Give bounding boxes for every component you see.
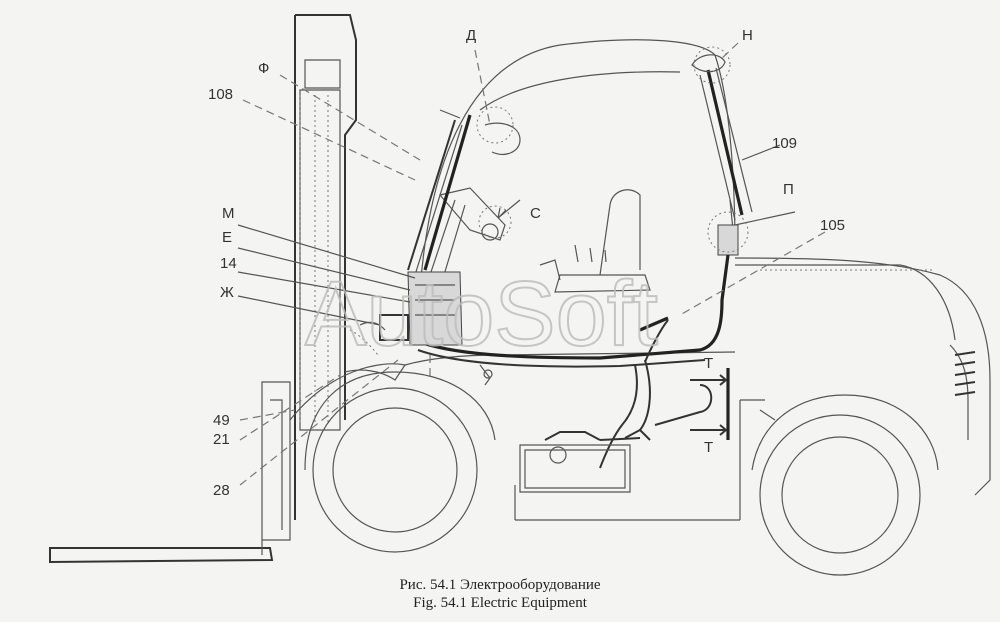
caption-english: Fig. 54.1 Electric Equipment	[413, 595, 587, 611]
operator-seat	[539, 189, 651, 293]
label-t-top: T	[704, 355, 713, 372]
label-m: М	[222, 205, 235, 222]
front-wheel	[304, 371, 496, 553]
front-wiper	[407, 109, 521, 276]
leader-lines	[237, 42, 826, 486]
label-109: 109	[772, 135, 797, 152]
label-49: 49	[213, 412, 230, 429]
truck-body	[289, 39, 991, 521]
label-n: Н	[742, 27, 753, 44]
label-c: C	[530, 205, 541, 222]
section-t-marker	[690, 368, 776, 440]
rear-pillar-harness	[691, 54, 753, 256]
forks	[49, 540, 274, 564]
main-harness	[414, 254, 730, 469]
label-e: Е	[222, 229, 232, 246]
label-f: Ф	[258, 60, 269, 77]
label-zh: Ж	[220, 284, 234, 301]
label-28: 28	[213, 482, 230, 499]
label-t-bottom: T	[704, 439, 713, 456]
label-d: Д	[466, 27, 476, 44]
battery	[519, 428, 651, 493]
caption-russian: Рис. 54.1 Электрооборудование	[399, 577, 601, 593]
label-14: 14	[220, 255, 237, 272]
detail-circles	[476, 46, 749, 253]
rear-wheel	[751, 394, 939, 576]
label-p: П	[783, 181, 794, 198]
watermark: AutoSoft	[305, 263, 658, 365]
mast	[261, 14, 357, 541]
label-105: 105	[820, 217, 845, 234]
dashboard-module	[349, 271, 463, 356]
label-21: 21	[213, 431, 230, 448]
callout-labels: Ф Д Н 108 109 C П 105 М Е 14 Ж T T 49 21…	[208, 27, 845, 499]
label-108: 108	[208, 86, 233, 103]
